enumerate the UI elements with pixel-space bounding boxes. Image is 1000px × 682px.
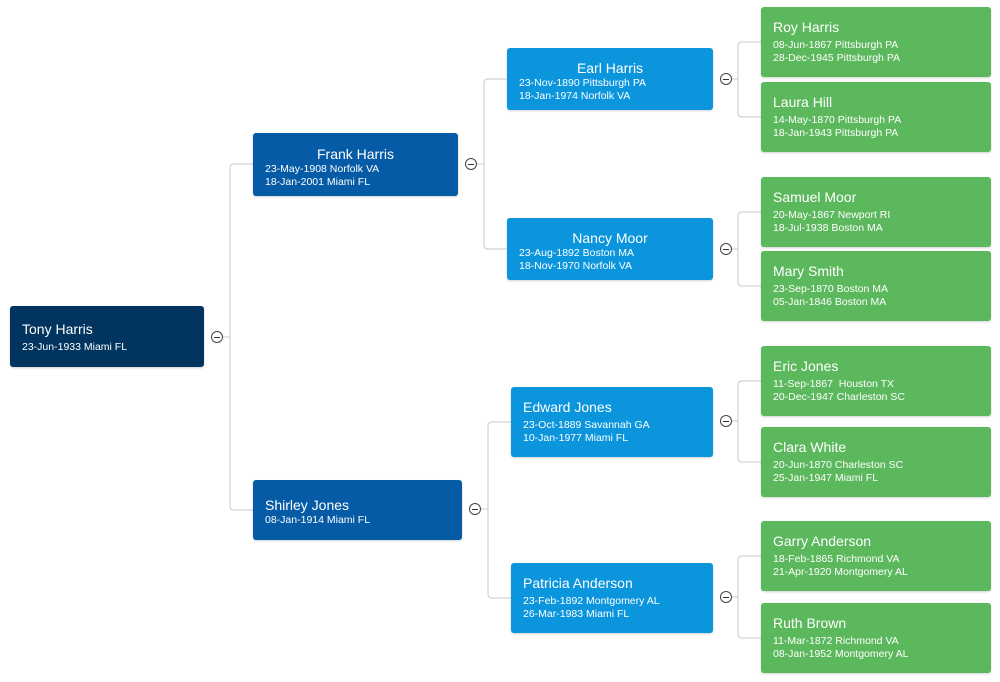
person-death: 05-Jan-1846 Boston MA — [773, 296, 887, 308]
person-node-nancy-moor[interactable]: Nancy Moor 23-Aug-1892 Boston MA 18-Nov-… — [507, 218, 713, 280]
connector-branch-2-0 — [487, 421, 511, 427]
person-node-roy-harris[interactable]: Roy Harris 08-Jun-1867 Pittsburgh PA 28-… — [761, 7, 991, 77]
person-name: Tony Harris — [22, 321, 93, 337]
person-birth: 18-Feb-1865 Richmond VA — [773, 553, 900, 565]
person-name: Shirley Jones — [265, 497, 350, 513]
collapse-toggle-icon-nancy[interactable] — [720, 243, 732, 255]
person-name: Ruth Brown — [773, 615, 847, 631]
person-death: 25-Jan-1947 Miami FL — [773, 472, 879, 484]
person-dates: 08-Jan-1914 Miami FL — [265, 514, 371, 526]
person-node-garry-anderson[interactable]: Garry Anderson 18-Feb-1865 Richmond VA 2… — [761, 521, 991, 591]
connector-branch-2-1 — [487, 593, 511, 599]
person-death: 28-Dec-1945 Pittsburgh PA — [773, 52, 901, 64]
person-birth: 14-May-1870 Pittsburgh PA — [773, 114, 902, 126]
person-dates: 23-Jun-1933 Miami FL — [22, 341, 128, 353]
person-death: 18-Jan-1974 Norfolk VA — [519, 90, 631, 102]
connector-branch-3-1 — [737, 112, 761, 118]
person-name: Samuel Moor — [773, 189, 857, 205]
person-birth: 23-Nov-1890 Pittsburgh PA — [519, 77, 647, 89]
connector-branch-3-0 — [737, 41, 761, 47]
person-name: Frank Harris — [316, 146, 394, 162]
person-death: 18-Jul-1938 Boston MA — [773, 222, 883, 234]
connector-branch-4-1 — [737, 281, 761, 287]
person-name: Earl Harris — [576, 60, 644, 76]
person-death: 10-Jan-1977 Miami FL — [523, 432, 629, 444]
person-name: Patricia Anderson — [523, 575, 633, 591]
person-name: Edward Jones — [523, 399, 612, 415]
collapse-toggle-icon-frank[interactable] — [465, 158, 477, 170]
connector-branch-5-0 — [737, 380, 761, 386]
person-birth: 23-May-1908 Norfolk VA — [265, 163, 380, 175]
collapse-toggle-icon-shirley[interactable] — [469, 503, 481, 515]
person-death: 26-Mar-1983 Miami FL — [523, 608, 630, 620]
person-node-shirley-jones[interactable]: Shirley Jones 08-Jan-1914 Miami FL — [253, 480, 462, 540]
connector-branch-4-0 — [737, 211, 761, 217]
collapse-toggle-icon-patricia[interactable] — [720, 591, 732, 603]
person-birth: 11-Sep-1867 Houston TX — [773, 378, 895, 390]
person-birth: 20-May-1867 Newport RI — [773, 209, 891, 221]
person-node-clara-white[interactable]: Clara White 20-Jun-1870 Charleston SC 25… — [761, 427, 991, 497]
person-birth: 11-Mar-1872 Richmond VA — [773, 635, 899, 647]
person-name: Eric Jones — [773, 358, 839, 374]
person-death: 21-Apr-1920 Montgomery AL — [773, 566, 908, 578]
person-node-laura-hill[interactable]: Laura Hill 14-May-1870 Pittsburgh PA 18-… — [761, 82, 991, 152]
connector-branch-6-1 — [737, 633, 761, 639]
connector-branch-0-0 — [229, 163, 253, 169]
collapse-toggle-icon-edward[interactable] — [720, 415, 732, 427]
person-node-tony-harris[interactable]: Tony Harris 23-Jun-1933 Miami FL — [10, 306, 204, 367]
person-name: Laura Hill — [773, 94, 833, 110]
person-node-frank-harris[interactable]: Frank Harris 23-May-1908 Norfolk VA 18-J… — [253, 133, 458, 196]
person-node-earl-harris[interactable]: Earl Harris 23-Nov-1890 Pittsburgh PA 18… — [507, 48, 713, 110]
person-node-edward-jones[interactable]: Edward Jones 23-Oct-1889 Savannah GA 10-… — [511, 387, 713, 457]
person-node-ruth-brown[interactable]: Ruth Brown 11-Mar-1872 Richmond VA 08-Ja… — [761, 603, 991, 673]
connector-branch-1-1 — [483, 244, 507, 250]
person-death: 20-Dec-1947 Charleston SC — [773, 391, 905, 403]
person-node-mary-smith[interactable]: Mary Smith 23-Sep-1870 Boston MA 05-Jan-… — [761, 251, 991, 321]
connector-branch-0-1 — [229, 505, 253, 511]
person-birth: 23-Oct-1889 Savannah GA — [523, 419, 650, 431]
person-birth: 08-Jun-1867 Pittsburgh PA — [773, 39, 899, 51]
connector-branch-1-0 — [483, 78, 507, 84]
person-node-eric-jones[interactable]: Eric Jones 11-Sep-1867 Houston TX 20-Dec… — [761, 346, 991, 416]
person-birth: 23-Aug-1892 Boston MA — [519, 247, 634, 259]
person-node-patricia-anderson[interactable]: Patricia Anderson 23-Feb-1892 Montgomery… — [511, 563, 713, 633]
person-death: 08-Jan-1952 Montgomery AL — [773, 648, 909, 660]
person-death: 18-Jan-1943 Pittsburgh PA — [773, 127, 899, 139]
person-birth: 23-Feb-1892 Montgomery AL — [523, 595, 660, 607]
person-node-samuel-moor[interactable]: Samuel Moor 20-May-1867 Newport RI 18-Ju… — [761, 177, 991, 247]
person-death: 18-Jan-2001 Miami FL — [265, 176, 371, 188]
collapse-toggle-icon-earl[interactable] — [720, 73, 732, 85]
connector-branch-5-1 — [737, 457, 761, 463]
person-name: Roy Harris — [773, 19, 840, 35]
person-name: Mary Smith — [773, 263, 844, 279]
person-name: Clara White — [773, 439, 847, 455]
person-death: 18-Nov-1970 Norfolk VA — [519, 260, 633, 272]
person-name: Garry Anderson — [773, 533, 872, 549]
collapse-toggle-icon-tony[interactable] — [211, 331, 223, 343]
person-birth: 23-Sep-1870 Boston MA — [773, 283, 888, 295]
connector-branch-6-0 — [737, 555, 761, 561]
person-birth: 20-Jun-1870 Charleston SC — [773, 459, 904, 471]
person-name: Nancy Moor — [572, 230, 648, 246]
